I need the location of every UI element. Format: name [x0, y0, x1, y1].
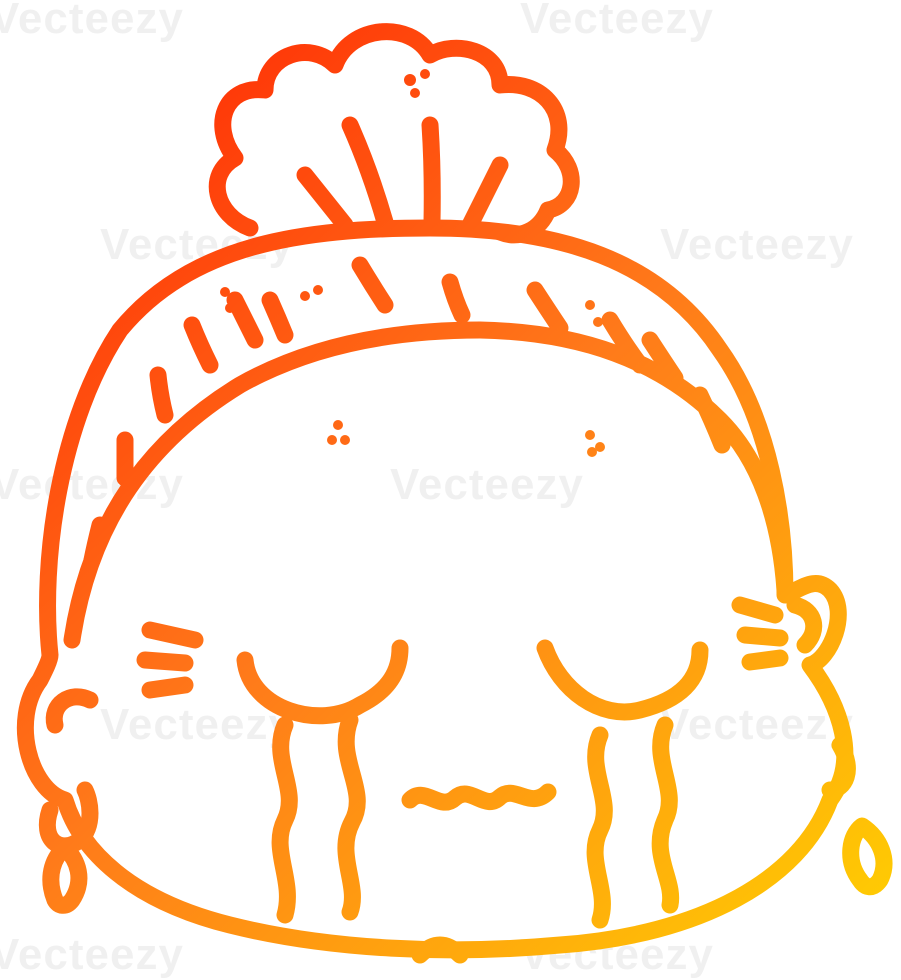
left-ear-curl: [45, 688, 99, 734]
hair-strand: [351, 256, 394, 314]
freckle: [220, 287, 230, 297]
freckle: [585, 430, 595, 440]
tear-stream: [586, 726, 613, 929]
freckle: [340, 435, 350, 445]
cheek-mark: [141, 621, 204, 649]
freckle: [587, 447, 597, 457]
hair-strand: [691, 386, 731, 454]
freckle: [300, 291, 310, 301]
head-outline: [16, 219, 854, 959]
hair-bun-strand: [461, 156, 509, 234]
freckle: [313, 285, 323, 295]
ear-drip: [821, 736, 856, 799]
freckle: [410, 88, 420, 98]
cheek-mark: [141, 676, 194, 699]
side-teardrop: [842, 817, 893, 896]
hair-strand: [526, 281, 569, 337]
ear-drip: [38, 781, 99, 855]
hair-strand: [149, 366, 174, 424]
hair-strand: [261, 291, 294, 344]
cheek-mark: [136, 651, 194, 672]
chin-line: [411, 936, 469, 964]
tear-stream: [651, 716, 680, 914]
freckle: [593, 317, 603, 327]
hair-bun-strand: [421, 116, 441, 231]
hair-bun-outline: [208, 23, 580, 244]
cheek-mark: [736, 626, 789, 647]
wobbly-mouth: [401, 783, 557, 811]
right-ear-curl: [786, 596, 823, 654]
freckle: [225, 303, 235, 313]
freckle: [585, 300, 595, 310]
freckle: [327, 435, 337, 445]
left-closed-eye: [236, 639, 409, 725]
freckle: [420, 69, 430, 79]
hair-strand: [601, 311, 649, 374]
tear-stream: [337, 711, 366, 921]
freckle: [333, 420, 343, 430]
hair-strand: [183, 316, 219, 374]
tear-stream: [271, 716, 298, 924]
hairline: [63, 321, 794, 649]
hair-strand: [226, 291, 264, 349]
freckle: [595, 442, 605, 452]
right-closed-eye: [536, 639, 709, 721]
side-teardrop: [42, 839, 88, 914]
hair-strand: [641, 331, 684, 387]
cheek-mark: [741, 649, 789, 671]
hair-strand: [441, 273, 471, 324]
freckle: [404, 74, 416, 86]
hair-bun-strand: [341, 116, 394, 231]
cheek-mark: [731, 596, 784, 624]
hair-strand: [83, 516, 109, 569]
hair-bun-strand: [296, 166, 354, 234]
